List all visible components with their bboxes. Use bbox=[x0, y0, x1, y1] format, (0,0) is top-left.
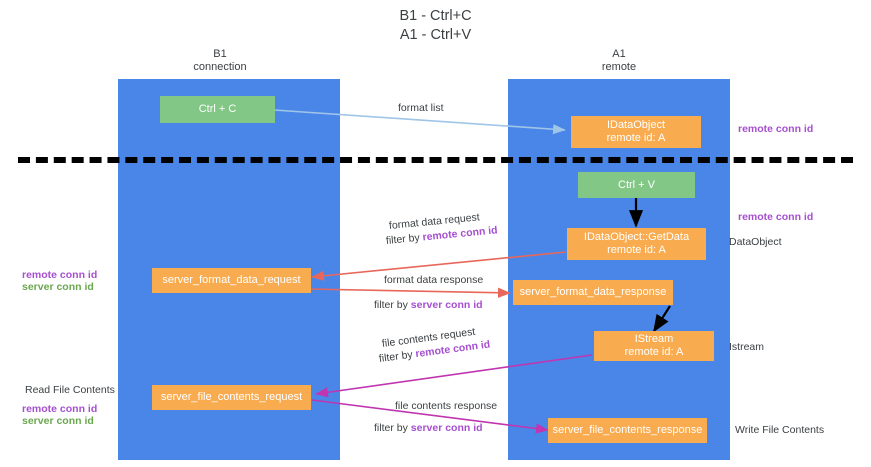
side-label-read-file-contents: Read File Contents bbox=[25, 384, 115, 396]
box-server-format-data-request[interactable]: server_format_data_request bbox=[152, 268, 311, 293]
arrow-label-format-data-response-filter: filter by server conn id bbox=[374, 298, 483, 312]
box-server-file-contents-response[interactable]: server_file_contents_response bbox=[548, 418, 707, 443]
side-label-left-server-conn-id: server conn id bbox=[22, 281, 94, 293]
column-header-b1: B1 connection bbox=[193, 48, 247, 73]
arrow-label-format-data-response: format data response bbox=[384, 274, 484, 286]
filter-prefix: filter by bbox=[385, 231, 424, 247]
side-label-istream: Istream bbox=[729, 341, 765, 353]
column-header-a1: A1 remote bbox=[601, 48, 637, 73]
side-label-left-remote-conn-id: remote conn id bbox=[22, 269, 98, 281]
side-label-dataobject: DataObject bbox=[729, 236, 782, 248]
box-istream[interactable]: IStream remote id: A bbox=[594, 331, 714, 361]
filter-prefix: filter by bbox=[374, 422, 411, 434]
box-server-file-contents-request[interactable]: server_file_contents_request bbox=[152, 385, 311, 410]
box-ctrl-c[interactable]: Ctrl + C bbox=[160, 96, 275, 123]
filter-key: server conn id bbox=[410, 299, 483, 311]
side-label-left-bottom-remote-conn-id: remote conn id bbox=[22, 403, 98, 415]
section-divider bbox=[18, 157, 853, 163]
filter-key: server conn id bbox=[410, 422, 483, 434]
box-idataobject-getdata[interactable]: IDataObject::GetData remote id: A bbox=[567, 228, 706, 260]
arrow-label-file-contents-response-filter: filter by server conn id bbox=[374, 421, 483, 435]
box-idataobject[interactable]: IDataObject remote id: A bbox=[571, 116, 701, 148]
filter-prefix: filter by bbox=[378, 348, 417, 365]
diagram-title: B1 - Ctrl+C A1 - Ctrl+V bbox=[399, 8, 472, 43]
filter-prefix: filter by bbox=[374, 299, 411, 311]
arrow-label-file-contents-response: file contents response bbox=[395, 400, 498, 412]
arrow-label-format-list: format list bbox=[398, 102, 444, 114]
box-ctrl-v[interactable]: Ctrl + V bbox=[578, 172, 695, 198]
side-label-write-file-contents: Write File Contents bbox=[735, 424, 825, 436]
side-label-left-bottom-server-conn-id: server conn id bbox=[22, 415, 94, 427]
side-label-remote-conn-id-top: remote conn id bbox=[738, 123, 814, 135]
box-server-format-data-response[interactable]: server_format_data_response bbox=[513, 280, 673, 305]
side-label-remote-conn-id-mid: remote conn id bbox=[738, 211, 814, 223]
